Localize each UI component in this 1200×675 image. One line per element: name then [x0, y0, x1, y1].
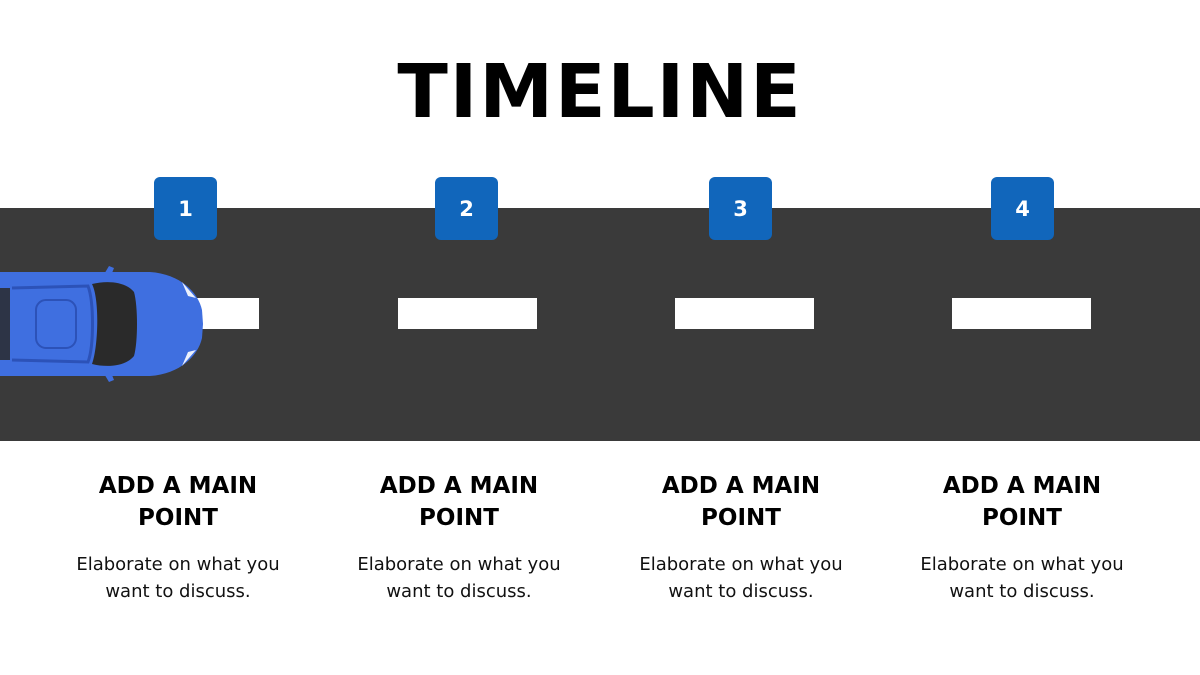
step-description: Elaborate on what you want to discuss. — [621, 551, 861, 605]
step-title: ADD A MAIN POINT — [68, 470, 288, 534]
lane-marking-4 — [952, 298, 1091, 329]
lane-marking-2 — [398, 298, 537, 329]
step-badge-1: 1 — [154, 177, 217, 240]
step-title: ADD A MAIN POINT — [349, 470, 569, 534]
step-title: ADD A MAIN POINT — [912, 470, 1132, 534]
step-description: Elaborate on what you want to discuss. — [339, 551, 579, 605]
step-badge-3: 3 — [709, 177, 772, 240]
step-description: Elaborate on what you want to discuss. — [902, 551, 1142, 605]
step-title: ADD A MAIN POINT — [631, 470, 851, 534]
lane-marking-3 — [675, 298, 814, 329]
step-description: Elaborate on what you want to discuss. — [58, 551, 298, 605]
timeline-step-1: ADD A MAIN POINT Elaborate on what you w… — [48, 470, 308, 605]
car-rear-window — [0, 288, 10, 360]
timeline-step-3: ADD A MAIN POINT Elaborate on what you w… — [611, 470, 871, 605]
page-title: TIMELINE — [0, 46, 1200, 138]
timeline-step-2: ADD A MAIN POINT Elaborate on what you w… — [329, 470, 589, 605]
car-icon — [0, 262, 205, 386]
timeline-step-4: ADD A MAIN POINT Elaborate on what you w… — [892, 470, 1152, 605]
car-windshield — [92, 282, 137, 366]
step-badge-4: 4 — [991, 177, 1054, 240]
step-badge-2: 2 — [435, 177, 498, 240]
